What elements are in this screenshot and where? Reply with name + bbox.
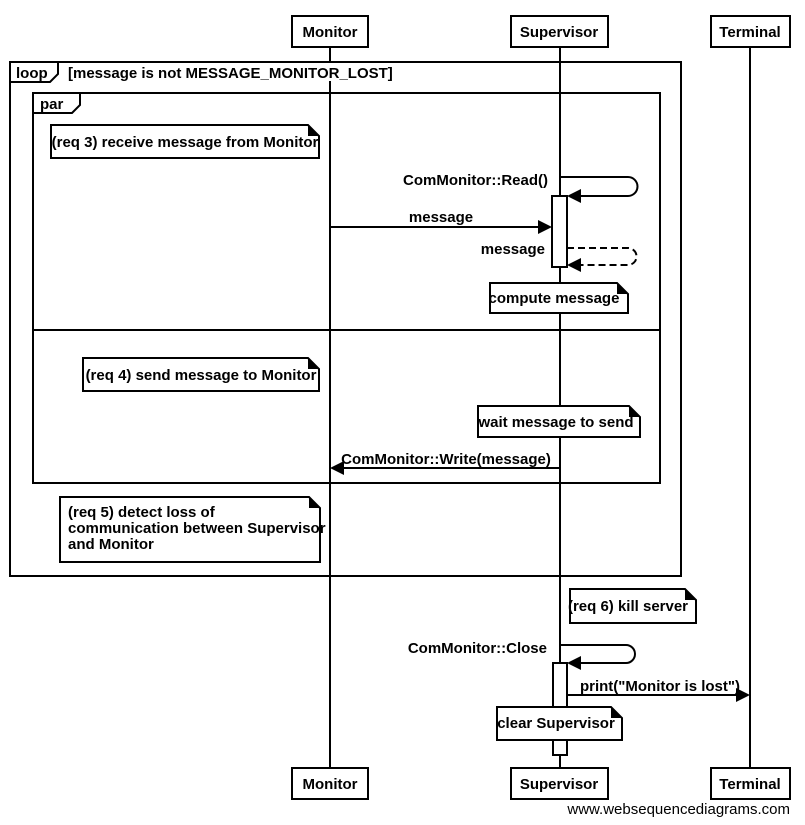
loop-guard-backing — [64, 63, 386, 81]
actor-terminal-bottom-box — [710, 767, 791, 800]
actor-monitor-top-box — [291, 15, 369, 48]
actor-monitor-top: Monitor — [291, 15, 369, 48]
note-req3-shape — [50, 124, 320, 159]
message-label-print: print("Monitor is lost") — [580, 678, 740, 695]
message-label-commonitor-close: ComMonitor::Close — [408, 640, 547, 657]
par-fragment-border — [32, 92, 661, 484]
loop-operator-pentagon — [9, 61, 59, 83]
note-req5-line3: and Monitor — [68, 536, 154, 553]
note-compute-fold-icon — [617, 283, 628, 294]
actor-supervisor-bottom-box — [510, 767, 609, 800]
actor-terminal-bottom-label: Terminal — [719, 776, 780, 793]
actor-supervisor-bottom: Supervisor — [510, 767, 609, 800]
self-message-close-line — [560, 644, 636, 664]
note-req3-text: (req 3) receive message from Monitor — [52, 134, 319, 151]
note-req6-shape — [569, 588, 697, 624]
loop-operator-label: loop — [16, 65, 48, 82]
activation-supervisor-read — [551, 195, 568, 268]
loop-fragment-border — [9, 61, 682, 577]
arrowhead-close — [567, 656, 581, 670]
actor-terminal-top-box — [710, 15, 791, 48]
actor-supervisor-top-label: Supervisor — [520, 24, 599, 41]
note-wait-message: wait message to send — [477, 405, 641, 438]
note-req4-text: (req 4) send message to Monitor — [86, 367, 317, 384]
note-req5: (req 5) detect loss of communication bet… — [59, 496, 326, 563]
par-operator-pentagon — [32, 92, 81, 114]
note-req4: (req 4) send message to Monitor — [82, 357, 320, 392]
self-message-read-line — [560, 176, 639, 197]
note-req5-shape — [59, 496, 321, 563]
actor-terminal-top: Terminal — [710, 15, 791, 48]
actor-monitor-bottom: Monitor — [291, 767, 369, 800]
arrowhead-write — [330, 461, 344, 475]
arrowhead-message-in — [538, 220, 552, 234]
par-operator-label: par — [40, 96, 64, 113]
arrowhead-print — [736, 688, 750, 702]
loop-guard-label: [message is not MESSAGE_MONITOR_LOST] — [68, 65, 393, 82]
note-req4-shape — [82, 357, 320, 392]
actor-supervisor-top-box — [510, 15, 609, 48]
watermark: www.websequencediagrams.com — [566, 801, 790, 818]
note-clear-supervisor: clear Supervisor — [496, 706, 623, 741]
note-req3: (req 3) receive message from Monitor — [50, 124, 320, 159]
actor-terminal-top-label: Terminal — [719, 24, 780, 41]
note-wait-fold-icon — [629, 406, 640, 417]
note-wait-text: wait message to send — [477, 414, 633, 431]
message-label-commonitor-write: ComMonitor::Write(message) — [341, 451, 551, 468]
actor-terminal-bottom: Terminal — [710, 767, 791, 800]
note-wait-shape — [477, 405, 641, 438]
message-label-commonitor-read: ComMonitor::Read() — [403, 172, 548, 189]
arrowhead-message-return — [567, 258, 581, 272]
note-req5-line2: communication between Supervisor — [68, 520, 326, 537]
note-clear-text: clear Supervisor — [497, 715, 615, 732]
note-req3-fold-icon — [308, 125, 319, 136]
note-req4-fold-icon — [308, 358, 319, 369]
message-label-message-in: message — [409, 209, 473, 226]
note-clear-shape — [496, 706, 623, 741]
actor-supervisor-top: Supervisor — [510, 15, 609, 48]
actor-monitor-bottom-box — [291, 767, 369, 800]
arrowhead-read — [567, 189, 581, 203]
actor-monitor-bottom-label: Monitor — [303, 776, 358, 793]
note-req6: (req 6) kill server — [568, 588, 697, 624]
note-clear-fold-icon — [611, 707, 622, 718]
actor-supervisor-bottom-label: Supervisor — [520, 776, 599, 793]
actor-monitor-top-label: Monitor — [303, 24, 358, 41]
message-label-message-return: message — [481, 241, 545, 258]
note-req6-text: (req 6) kill server — [568, 598, 688, 615]
note-compute-text: compute message — [489, 290, 620, 307]
note-req5-fold-icon — [309, 497, 320, 508]
note-req6-fold-icon — [685, 589, 696, 600]
note-compute-message: compute message — [489, 282, 629, 314]
note-compute-shape — [489, 282, 629, 314]
note-req5-line1: (req 5) detect loss of — [68, 504, 216, 521]
